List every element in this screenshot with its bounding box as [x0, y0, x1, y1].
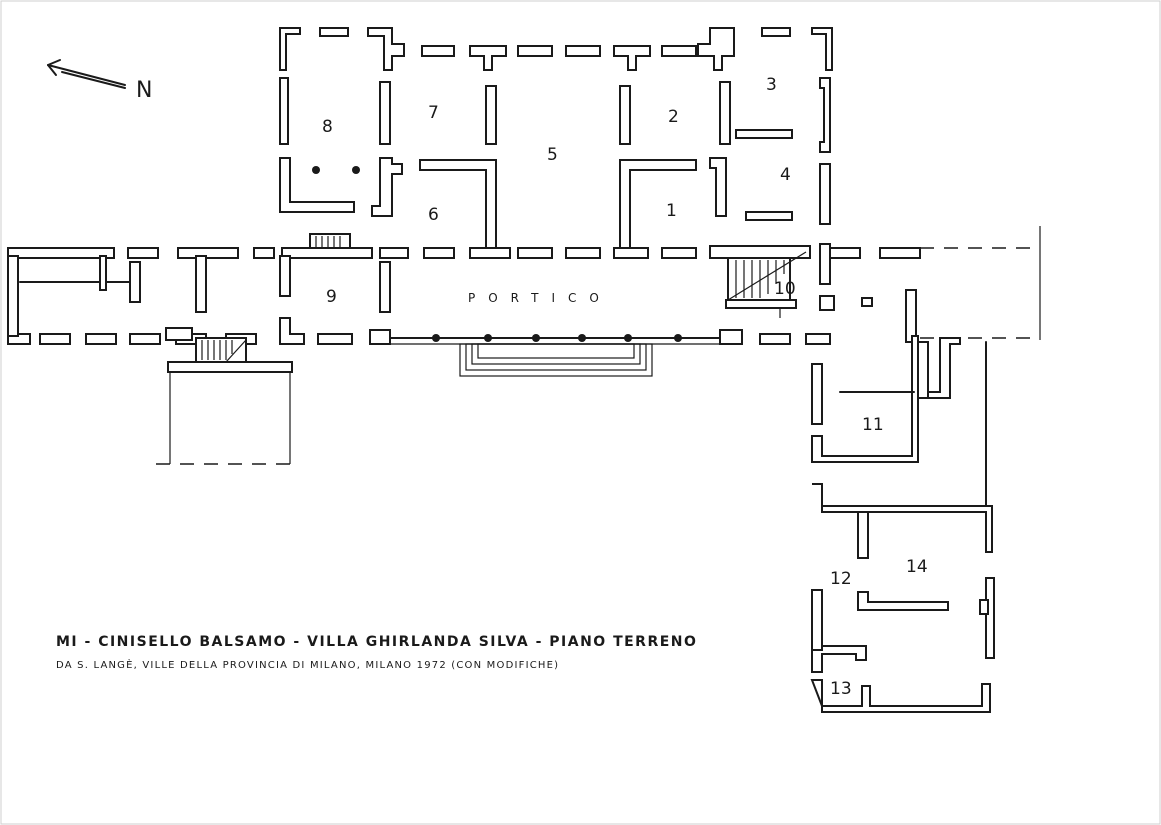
room-label-9: 9 [326, 287, 337, 307]
room-label-10: 10 [774, 279, 796, 299]
portico-label: PORTICO [468, 291, 612, 305]
room-label-14: 14 [906, 557, 928, 577]
room-label-7: 7 [428, 103, 439, 123]
room-label-3: 3 [766, 75, 777, 95]
room-labels: 1 2 3 4 5 6 7 8 9 10 11 12 13 14 PORTICO [322, 75, 928, 699]
room-label-13: 13 [830, 679, 852, 699]
room-label-11: 11 [862, 415, 884, 435]
room-label-12: 12 [830, 569, 852, 589]
room-label-6: 6 [428, 205, 439, 225]
room-label-8: 8 [322, 117, 333, 137]
east-wing [810, 335, 995, 713]
room-label-5: 5 [547, 145, 558, 165]
room-label-4: 4 [780, 165, 791, 185]
main-block [279, 27, 833, 255]
north-arrow-icon [47, 59, 126, 89]
room-label-2: 2 [668, 107, 679, 127]
drawing-source: DA S. LANGÈ, VILLE DELLA PROVINCIA DI MI… [56, 658, 559, 671]
drawing-title: MI - CINISELLO BALSAMO - VILLA GHIRLANDA… [56, 634, 697, 650]
room-label-1: 1 [666, 201, 677, 221]
portico-wing [7, 226, 1041, 465]
north-label: N [136, 78, 152, 103]
